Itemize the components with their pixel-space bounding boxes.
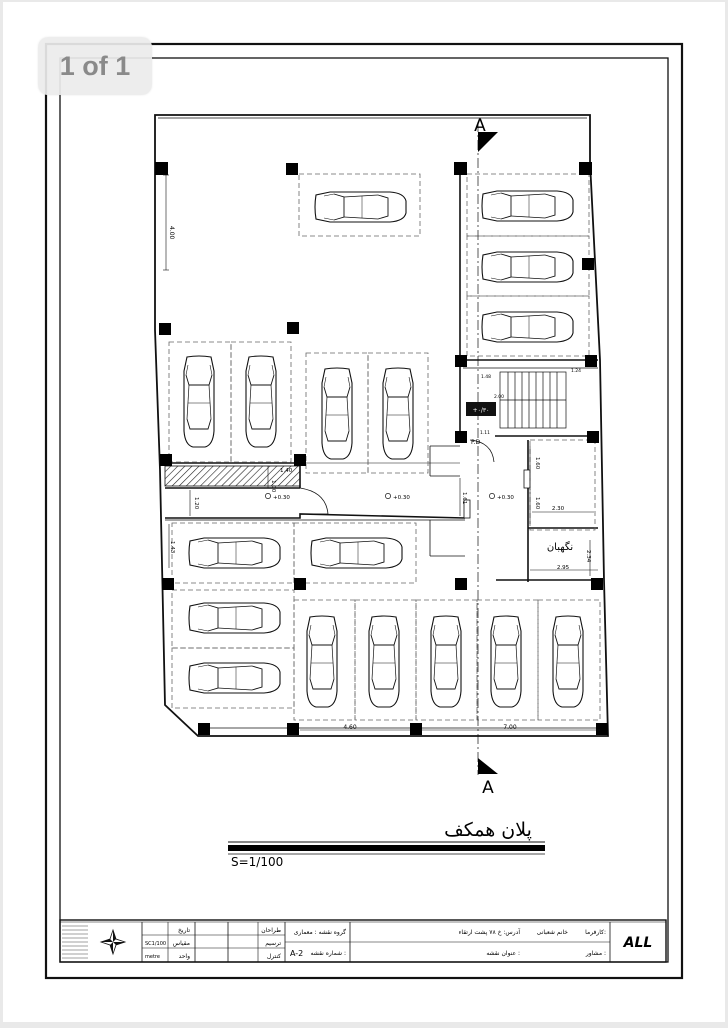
dim-700: 7.00 <box>503 724 517 731</box>
tb-group: گروه نقشه : معماری <box>294 928 346 936</box>
dim-120: 1.20 <box>193 497 199 510</box>
level-label-3: +0.30 <box>497 495 514 501</box>
section-marker-bottom: A <box>482 778 494 798</box>
dim-100: 1.00 <box>270 480 276 493</box>
dim-140: 1.40 <box>280 468 293 474</box>
stair-level-label: +۰/۳۰ <box>473 407 490 414</box>
tb-sheet-no-value: A-2 <box>290 949 303 958</box>
dim-left-vertical: 4.00 <box>168 226 175 240</box>
plan-title: پلان همکف <box>444 819 532 841</box>
pd-label: P.D <box>471 439 481 446</box>
north-arrow-icon <box>99 928 127 956</box>
section-marker-top: A <box>474 116 486 136</box>
dim-230: 2.30 <box>552 506 565 512</box>
dim-stair-111: 1.11 <box>480 430 490 436</box>
dim-143: 1.43 <box>169 541 175 554</box>
dim-234: 2.34 <box>585 550 591 563</box>
level-label-2: +0.30 <box>393 495 410 501</box>
tb-sheet-no-label: شماره نقشه : <box>311 950 346 957</box>
dim-stair-148: 1.48 <box>481 374 491 380</box>
tb-scale-label: مقیاس <box>173 940 190 947</box>
dim-460: 4.60 <box>343 724 357 731</box>
tb-designer: طراحان <box>261 927 281 934</box>
tb-unit-label: واحد <box>179 953 191 960</box>
dim-161: 1.61 <box>461 492 467 504</box>
level-label-1: +0.30 <box>273 495 290 501</box>
tb-sheet-title: عنوان نقشه : <box>486 950 520 957</box>
tb-logo: ALL <box>623 935 653 951</box>
guard-room-label: نگهبان <box>547 541 573 553</box>
page-indicator: 1 of 1 <box>38 37 152 95</box>
tb-unit-value: metre <box>145 954 160 960</box>
tb-client-label: کارفرما: <box>585 929 606 936</box>
tb-scale-value: SC1/100 <box>145 941 166 947</box>
dim-stair-124: 1.24 <box>571 368 581 374</box>
dim-160a: 1.60 <box>534 457 540 470</box>
tb-address: آدرس: خ ۷۸ پشت ارتقاء <box>459 927 521 936</box>
tb-checker: کنترل <box>267 953 281 960</box>
tb-consultant: مشاور : <box>585 950 606 957</box>
tb-client-value: خانم شعبانی <box>537 929 569 936</box>
scale-text: S=1/100 <box>231 855 283 869</box>
dim-160b: 1.60 <box>534 497 540 510</box>
tb-drafter: ترسیم <box>265 940 281 947</box>
dim-stair-200: 2.00 <box>494 394 504 400</box>
dim-295: 2.95 <box>557 565 570 571</box>
tb-date-label: تاریخ <box>178 927 190 934</box>
